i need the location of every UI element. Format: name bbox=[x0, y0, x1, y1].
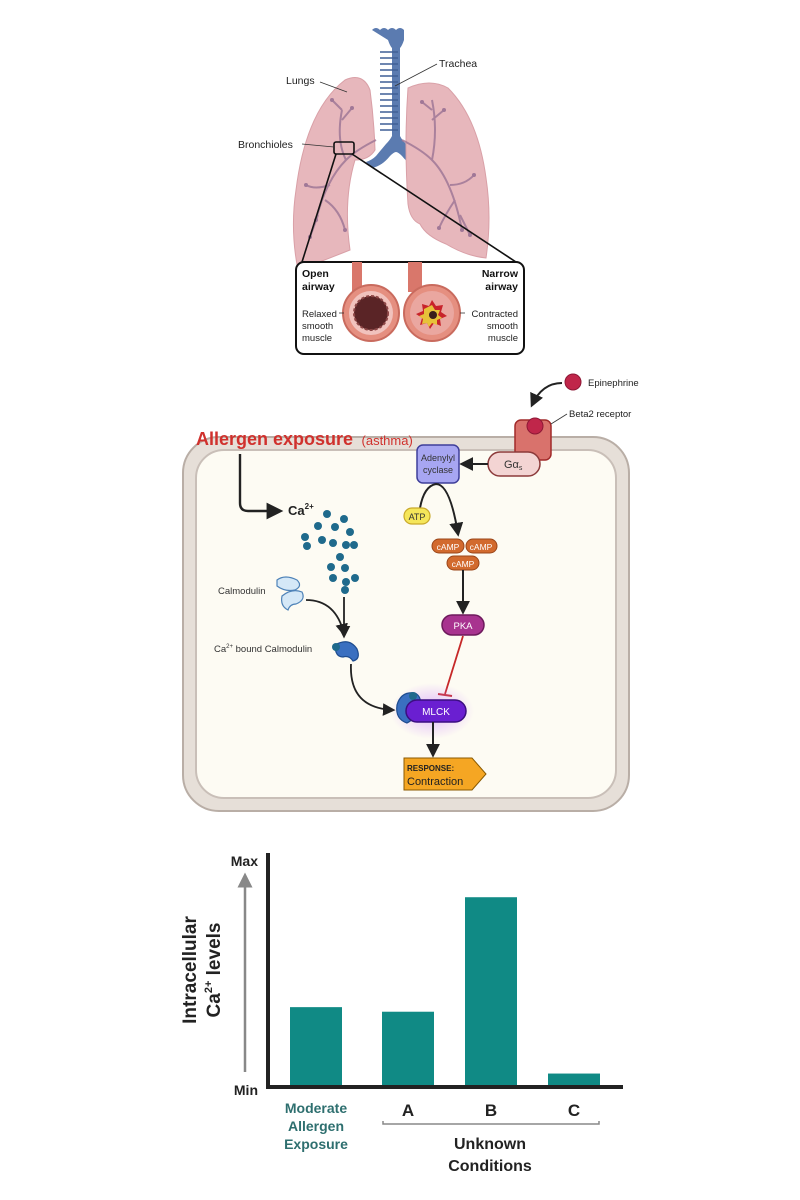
calcium-bar-chart: Intracellular Ca2+ levels Max Min Modera… bbox=[180, 853, 623, 1175]
label-bronchioles: Bronchioles bbox=[238, 139, 293, 151]
bar-moderate-allergen-exposure bbox=[290, 1007, 342, 1085]
x-tick-label: Allergen bbox=[288, 1118, 344, 1134]
label-contracted-2: smooth bbox=[487, 321, 518, 332]
label-calcium: Ca2+ bbox=[288, 502, 314, 518]
trachea-illustration bbox=[366, 28, 426, 168]
label-relaxed-3: muscle bbox=[302, 333, 332, 344]
calcium-ions bbox=[301, 510, 359, 594]
ytick-min: Min bbox=[234, 1082, 258, 1098]
unknown-conditions-bracket bbox=[382, 1121, 600, 1125]
label-contraction: Contraction bbox=[407, 776, 463, 788]
label-relaxed-1: Relaxed bbox=[302, 309, 337, 320]
label-calmodulin: Calmodulin bbox=[218, 586, 266, 597]
label-narrow-2: airway bbox=[485, 281, 518, 293]
label-atp: ATP bbox=[409, 512, 426, 522]
label-narrow-1: Narrow bbox=[482, 268, 519, 280]
svg-text:cAMP: cAMP bbox=[452, 559, 475, 569]
allergen-title: Allergen exposure (asthma) bbox=[196, 429, 413, 449]
label-mlck: MLCK bbox=[422, 707, 450, 718]
camp-molecules: cAMP cAMP cAMP bbox=[431, 538, 498, 571]
group-label-line1: Unknown bbox=[454, 1136, 526, 1153]
bar-c bbox=[548, 1073, 600, 1085]
label-trachea: Trachea bbox=[439, 58, 477, 70]
bar-b bbox=[465, 897, 517, 1085]
label-epinephrine: Epinephrine bbox=[588, 378, 639, 389]
alveoli-dots bbox=[304, 98, 476, 239]
y-axis-label-line1: Intracellular bbox=[180, 916, 201, 1024]
label-open-2: airway bbox=[302, 281, 335, 293]
label-open-1: Open bbox=[302, 268, 329, 280]
label-g-alpha-s: Gαs bbox=[504, 459, 523, 472]
allergen-arrow bbox=[238, 454, 284, 520]
label-response: RESPONSE: bbox=[407, 764, 454, 773]
label-contracted-3: muscle bbox=[488, 333, 518, 344]
svg-text:cAMP: cAMP bbox=[470, 542, 493, 552]
label-adenylyl-2: cyclase bbox=[423, 465, 453, 475]
cell-interior bbox=[195, 449, 617, 799]
x-tick-label: B bbox=[485, 1101, 497, 1120]
epinephrine-molecule bbox=[564, 373, 582, 391]
bar-a bbox=[382, 1011, 434, 1085]
ytick-max: Max bbox=[231, 853, 258, 869]
lungs-panel: Lungs Trachea Bronchioles Open airway Na… bbox=[238, 28, 525, 355]
group-label-line2: Conditions bbox=[448, 1158, 532, 1175]
x-tick-label: Moderate bbox=[285, 1100, 347, 1116]
mlck-complex bbox=[396, 692, 467, 724]
adenylyl-cyclase bbox=[416, 444, 460, 484]
y-axis-label-line2: Ca2+ levels bbox=[203, 923, 225, 1018]
label-contracted-1: Contracted bbox=[472, 309, 518, 320]
x-tick-label: Exposure bbox=[284, 1136, 348, 1152]
label-lungs: Lungs bbox=[286, 75, 315, 87]
pka-enzyme bbox=[441, 614, 485, 636]
label-ca-bound-calmodulin: Ca2+ bound Calmodulin bbox=[214, 644, 312, 655]
epinephrine-arrow bbox=[530, 382, 563, 408]
pka-inhibition-line bbox=[444, 635, 464, 695]
calmodulin-protein bbox=[276, 576, 304, 611]
pathway-panel: Allergen exposure (asthma) Epinephrine B… bbox=[182, 373, 639, 812]
bronchiole-highlight-box bbox=[333, 141, 355, 155]
right-lung bbox=[405, 82, 490, 259]
label-beta2-receptor: Beta2 receptor bbox=[569, 409, 631, 420]
svg-text:cAMP: cAMP bbox=[437, 542, 460, 552]
atp-molecule bbox=[403, 507, 431, 525]
x-tick-label: A bbox=[402, 1101, 414, 1120]
label-adenylyl-1: Adenylyl bbox=[421, 453, 455, 463]
ca-bound-calmodulin bbox=[332, 641, 359, 662]
x-tick-label: C bbox=[568, 1101, 580, 1120]
airway-inset: Open airway Narrow airway Relaxed smooth… bbox=[295, 261, 525, 355]
label-pka: PKA bbox=[453, 621, 473, 632]
label-relaxed-2: smooth bbox=[302, 321, 333, 332]
response-box bbox=[403, 757, 487, 791]
